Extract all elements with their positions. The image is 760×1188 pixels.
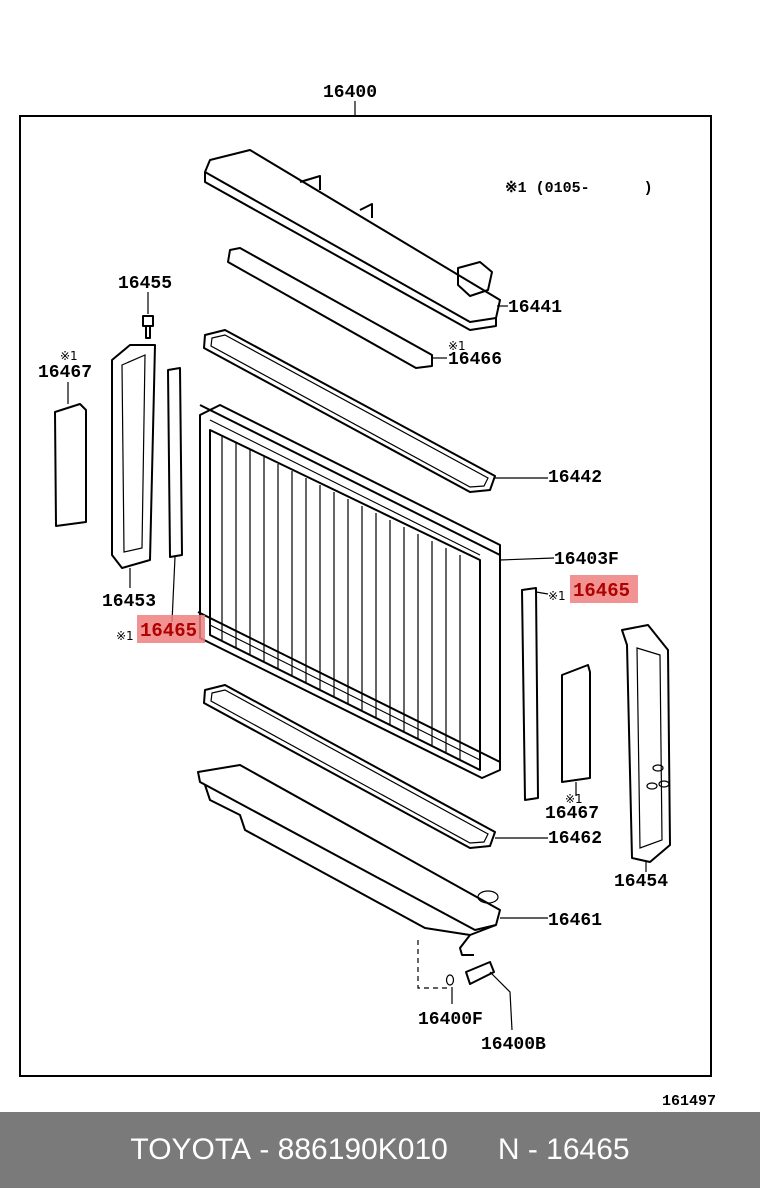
upper-tank-part xyxy=(204,149,501,331)
part-label-16441: 16441 xyxy=(508,298,562,318)
footer-separator: - xyxy=(250,1133,278,1166)
part-label-16467-right: 16467 xyxy=(545,804,599,824)
footer-bar: TOYOTA - 886190K010 N - 16465 xyxy=(0,1112,760,1188)
footer-brand: TOYOTA xyxy=(130,1133,251,1166)
left-seal-16465 xyxy=(167,367,183,558)
right-bracket-16454 xyxy=(621,624,671,863)
part-label-16442: 16442 xyxy=(548,468,602,488)
diagram-frame xyxy=(19,115,712,1077)
mark-16467-left: ※1 xyxy=(60,349,78,363)
left-bracket-16453 xyxy=(111,344,156,569)
drain-oring-16400f xyxy=(445,974,455,986)
part-label-16465-left[interactable]: 16465 xyxy=(140,620,197,642)
mark-16466: ※1 xyxy=(448,339,466,353)
mark-16467-right: ※1 xyxy=(565,792,583,806)
highlight-16465-left xyxy=(137,615,205,643)
mark-16465-left: ※1 xyxy=(116,629,134,643)
part-label-16467-left: 16467 xyxy=(38,363,92,383)
highlight-16465-right xyxy=(570,575,638,603)
part-label-16400b: 16400B xyxy=(481,1035,546,1055)
footer-ref-number: N - 16465 xyxy=(497,1133,630,1166)
part-label-16403f: 16403F xyxy=(554,550,619,570)
part-label-16453: 16453 xyxy=(102,592,156,612)
part-label-16461: 16461 xyxy=(548,911,602,931)
part-label-16462: 16462 xyxy=(548,829,602,849)
figure-code: 161497 xyxy=(662,1093,716,1110)
date-range-note: ※1 (0105- ) xyxy=(505,180,653,197)
assembly-number-label: 16400 xyxy=(323,83,377,103)
lower-tank-16461 xyxy=(197,764,501,956)
part-label-16455: 16455 xyxy=(118,274,172,294)
footer-gap xyxy=(448,1133,498,1167)
part-label-16465-right[interactable]: 16465 xyxy=(573,580,630,602)
upper-gasket-16442 xyxy=(203,329,496,493)
footer-part-number: 886190K010 xyxy=(277,1133,448,1166)
radiator-core-16403f xyxy=(197,404,501,779)
part-label-16400f: 16400F xyxy=(418,1010,483,1030)
seal-strip-16466 xyxy=(227,247,433,369)
bolt-16455 xyxy=(142,315,154,339)
right-cushion-16467 xyxy=(561,664,591,783)
left-cushion-16467 xyxy=(54,403,87,527)
drain-plug-16400b xyxy=(465,961,495,985)
mark-16465-right: ※1 xyxy=(548,589,566,603)
part-label-16466: 16466 xyxy=(448,350,502,370)
part-label-16454: 16454 xyxy=(614,872,668,892)
lower-gasket-16462 xyxy=(203,684,496,849)
radiator-exploded-diagram: 16400 ※1 (0105- ) 16441 ※1 16466 16442 xyxy=(19,83,716,1110)
right-seal-16465 xyxy=(521,587,539,801)
